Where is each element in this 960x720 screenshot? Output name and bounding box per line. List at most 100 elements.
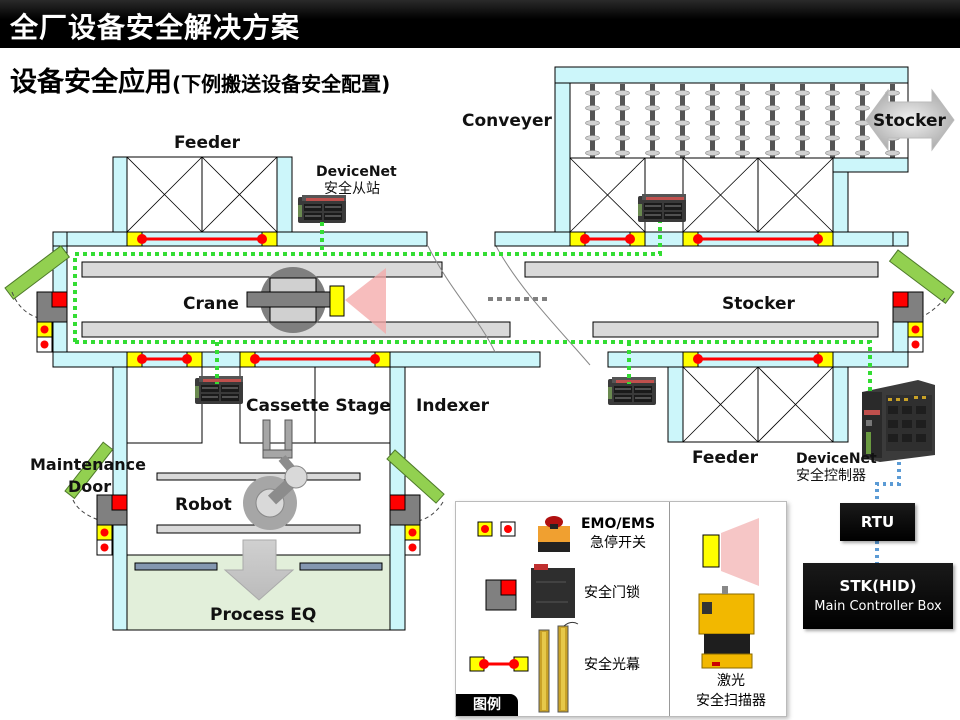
roller-wheel <box>825 120 840 126</box>
stk-title: STK(HID) <box>839 577 917 595</box>
roller-wheel <box>585 105 600 111</box>
legend-laser-text: 激光 <box>717 673 745 689</box>
legend-emo-label: EMO/EMS 急停开关 <box>578 516 658 552</box>
feeder-top <box>112 156 293 233</box>
maintenance-door-upper-left <box>4 245 71 353</box>
roller-wheel <box>855 105 870 111</box>
roller-wheel <box>705 90 720 96</box>
label-devicenet-slave: DeviceNet <box>316 164 397 180</box>
roller-wheel <box>825 105 840 111</box>
rtu-label: RTU <box>860 513 895 531</box>
light-curtain-bottom-b <box>239 351 391 368</box>
roller-wheel <box>615 90 630 96</box>
roller-wheel <box>735 105 750 111</box>
label-indexer: Indexer <box>416 396 490 416</box>
roller-wheel <box>765 105 780 111</box>
devicenet-network <box>73 222 872 392</box>
label-feeder-bottom: Feeder <box>692 448 759 468</box>
label-conveyer: Conveyer <box>462 111 552 131</box>
roller-wheel <box>645 150 660 156</box>
roller-wheel <box>675 120 690 126</box>
roller-wheel <box>585 135 600 141</box>
label-cassette-stage: Cassette Stage <box>246 396 391 416</box>
roller-wheel <box>615 135 630 141</box>
light-curtain-right-top-b <box>682 231 834 247</box>
roller-wheel <box>615 120 630 126</box>
roller-wheel <box>795 150 810 156</box>
devicenet-slave-module <box>637 193 687 223</box>
feeder-bottom <box>667 366 849 443</box>
legend-tag: 图例 <box>456 694 518 716</box>
stocker-rail-top <box>524 261 879 278</box>
roller-wheel <box>645 105 660 111</box>
maintenance-door-lower-left <box>64 441 128 556</box>
roller-wheel <box>615 105 630 111</box>
stk-subtitle: Main Controller Box <box>814 599 942 614</box>
emergency-stop-photo <box>538 516 570 552</box>
roller-wheel <box>795 120 810 126</box>
roller-wheel <box>585 150 600 156</box>
roller-wheel <box>705 135 720 141</box>
light-curtain-right-top-a <box>569 231 646 247</box>
rtu-box: RTU <box>840 503 915 541</box>
label-devicenet-controller-cn: 安全控制器 <box>796 467 866 484</box>
legend-icons <box>469 516 759 713</box>
door-lock-photo <box>531 564 575 618</box>
conveyer <box>554 66 909 234</box>
roller-wheel <box>735 90 750 96</box>
legend-laser-text-cn: 安全扫描器 <box>696 693 766 709</box>
label-robot: Robot <box>175 495 232 515</box>
roller-wheel <box>615 150 630 156</box>
roller-wheel <box>825 135 840 141</box>
label-devicenet-controller: DeviceNet <box>796 451 877 467</box>
roller-wheel <box>735 135 750 141</box>
roller-wheel <box>795 135 810 141</box>
roller-wheel <box>705 105 720 111</box>
devicenet-slave-module <box>607 376 657 406</box>
roller-wheel <box>585 90 600 96</box>
title-bar: 全厂设备安全解决方案 <box>0 0 960 48</box>
robot <box>243 419 308 530</box>
roller-wheel <box>825 150 840 156</box>
legend-emo-text: EMO/EMS <box>580 516 656 532</box>
devicenet-safety-controller <box>862 380 935 462</box>
page-title: 全厂设备安全解决方案 <box>10 11 301 44</box>
stocker-arrow-icon <box>865 88 955 152</box>
roller-wheel <box>645 90 660 96</box>
label-stocker-arrow: Stocker <box>873 111 947 131</box>
roller-wheel <box>675 150 690 156</box>
label-devicenet-slave-cn: 安全从站 <box>324 180 380 197</box>
label-maintenance-door: Maintenance <box>30 455 146 474</box>
maintenance-door-lower-right <box>386 449 445 556</box>
laser-scanner-icon <box>329 285 345 317</box>
stk-main-controller-box: STK(HID) Main Controller Box <box>803 563 953 629</box>
roller-wheel <box>855 90 870 96</box>
roller-wheel <box>675 105 690 111</box>
legend-laser-label: 激光 安全扫描器 <box>676 670 786 710</box>
legend-panel: EMO/EMS 急停开关 安全门锁 安全光幕 激光 安全扫描器 图例 <box>455 501 787 717</box>
legend-emo-text-cn: 急停开关 <box>590 535 646 551</box>
roller-wheel <box>795 90 810 96</box>
crane-rail-top <box>81 261 443 278</box>
legend-door-lock-label: 安全门锁 <box>584 585 640 601</box>
crane <box>246 267 386 334</box>
roller-wheel <box>645 120 660 126</box>
roller-wheel <box>705 150 720 156</box>
roller-wheel <box>645 135 660 141</box>
roller-wheel <box>825 90 840 96</box>
legend-laser-scanner-icon <box>702 534 720 568</box>
laser-scanner-photo <box>698 586 755 669</box>
section-note: (下例搬送设备安全配置) <box>172 72 391 96</box>
label-stocker: Stocker <box>722 294 796 314</box>
roller-wheel <box>735 120 750 126</box>
legend-laser-field <box>721 518 759 586</box>
light-curtain-bottom-a <box>126 351 203 368</box>
laser-scan-field <box>345 268 386 334</box>
roller-wheel <box>705 120 720 126</box>
roller-wheel <box>855 150 870 156</box>
legend-light-curtain-label: 安全光幕 <box>584 657 640 673</box>
devicenet-slave-module <box>194 375 244 405</box>
label-process-eq: Process EQ <box>210 605 316 625</box>
light-curtain-photo <box>538 621 579 713</box>
